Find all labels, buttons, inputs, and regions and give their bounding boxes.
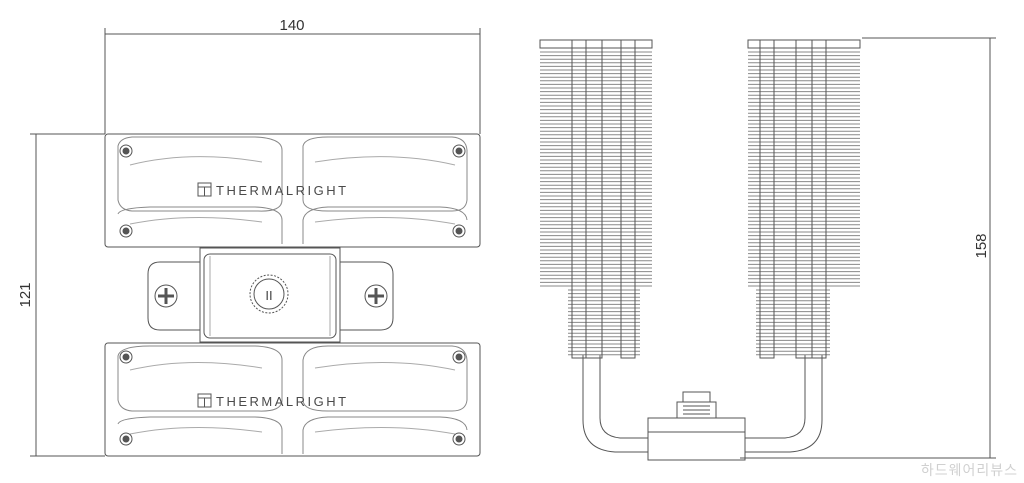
height-dimension-side [740,37,996,459]
height-dimension-side-label: 158 [973,233,990,258]
height-dimension-front-label: 121 [17,282,34,307]
center-screw-icon [249,274,289,314]
width-dimension-label: 140 [279,17,304,34]
mount-screw-right-icon [364,284,388,308]
brand-logo-bottom-icon [197,393,212,408]
left-fin-stack [539,39,653,359]
front-view [30,28,481,457]
height-dimension-front [30,133,105,457]
side-view [539,37,996,461]
mount-screw-left-icon [154,284,178,308]
heat-pipes [582,355,823,453]
right-fin-stack [747,39,861,359]
watermark: 하드웨어리뷰스 [920,463,1018,479]
brand-text-top: THERMALRIGHT [216,183,349,198]
brand-text-bottom: THERMALRIGHT [216,394,349,409]
mount-center-mark: II [265,288,272,303]
brand-logo-top-icon [197,182,212,197]
width-dimension [104,28,481,134]
base-block [647,391,746,461]
top-fin-plate [104,133,481,248]
bottom-fin-plate [104,342,481,457]
mounting-bracket [147,247,394,343]
